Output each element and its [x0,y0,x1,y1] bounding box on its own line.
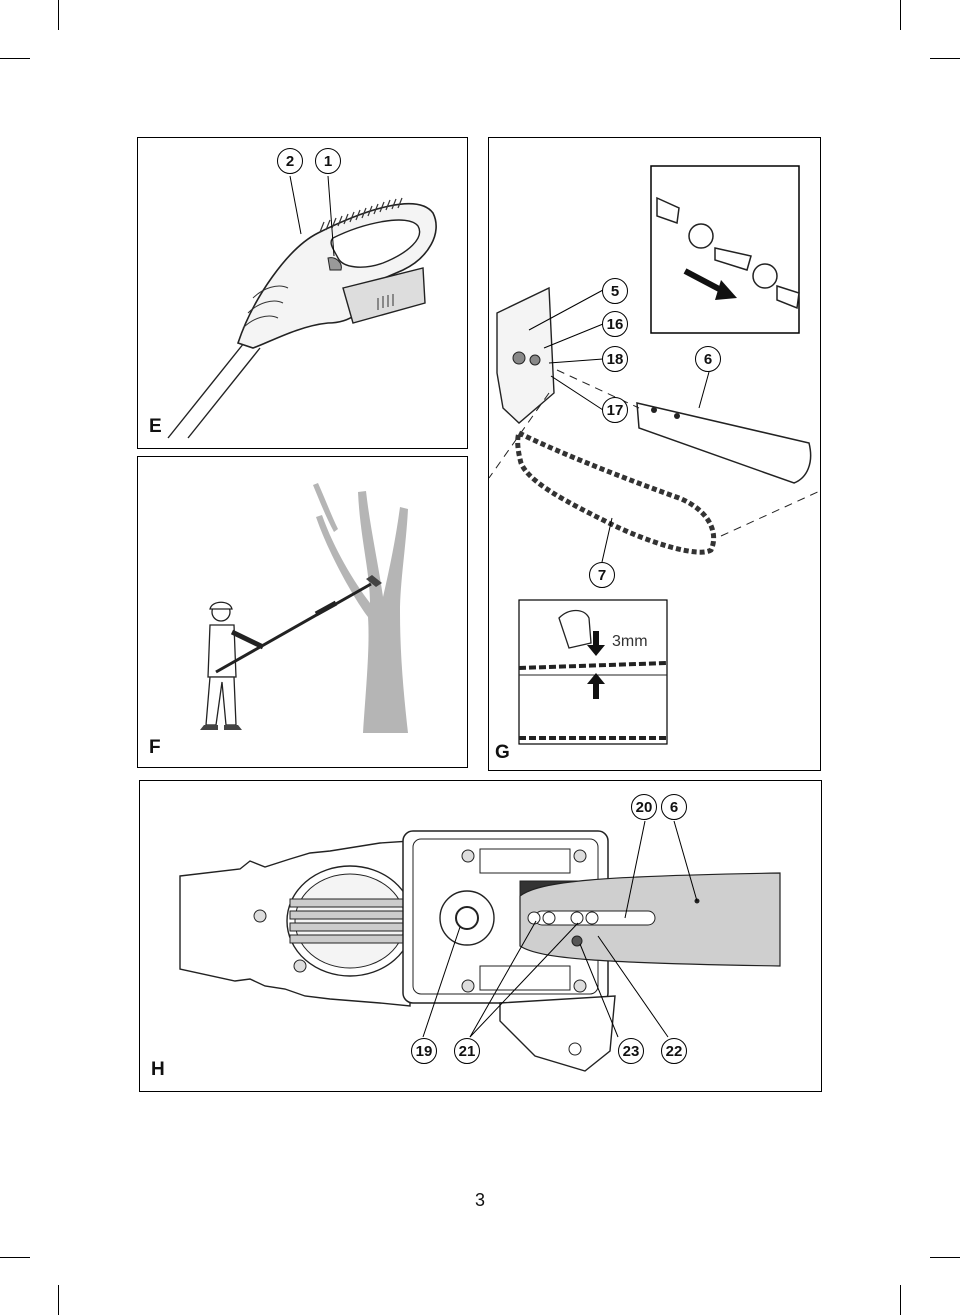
callout-17: 17 [602,397,628,423]
crop-mark [0,1257,30,1258]
figure-e-letter: E [149,416,162,437]
figure-f-letter: F [149,737,161,758]
callout-1: 1 [315,148,341,174]
page-number: 3 [474,1190,485,1210]
figure-f-illustration [200,483,408,733]
figure-h-illustration [179,820,781,1072]
crop-mark [930,1257,960,1258]
figure-h-letter: H [151,1059,165,1080]
callout-19: 19 [411,1038,437,1064]
figure-f-panel: F [137,456,468,768]
callout-16: 16 [602,311,628,337]
up-arrow-icon [587,673,605,699]
crop-mark [930,58,960,59]
callout-6: 6 [695,346,721,372]
crop-mark [58,0,59,30]
callout-22: 22 [661,1038,687,1064]
callout-20: 20 [631,794,657,820]
callout-2: 2 [277,148,303,174]
crop-mark [900,1285,901,1315]
down-arrow-icon [587,631,605,656]
figure-g-panel: 5 16 18 17 6 7 3mm G [488,137,821,771]
chain-slack-measurement: 3mm [612,633,648,650]
callout-18: 18 [602,346,628,372]
figure-h-panel: 20 6 19 21 23 22 H [139,780,822,1092]
callout-7: 7 [589,562,615,588]
crop-mark [58,1285,59,1315]
callout-6-bar: 6 [661,794,687,820]
figure-g-illustration [489,165,820,745]
figure-g-letter: G [495,742,510,763]
callout-23: 23 [618,1038,644,1064]
figure-e-panel: 2 1 E [137,137,468,449]
figure-e-illustration [167,175,437,439]
callout-5: 5 [602,278,628,304]
crop-mark [0,58,30,59]
crop-mark [900,0,901,30]
callout-21: 21 [454,1038,480,1064]
